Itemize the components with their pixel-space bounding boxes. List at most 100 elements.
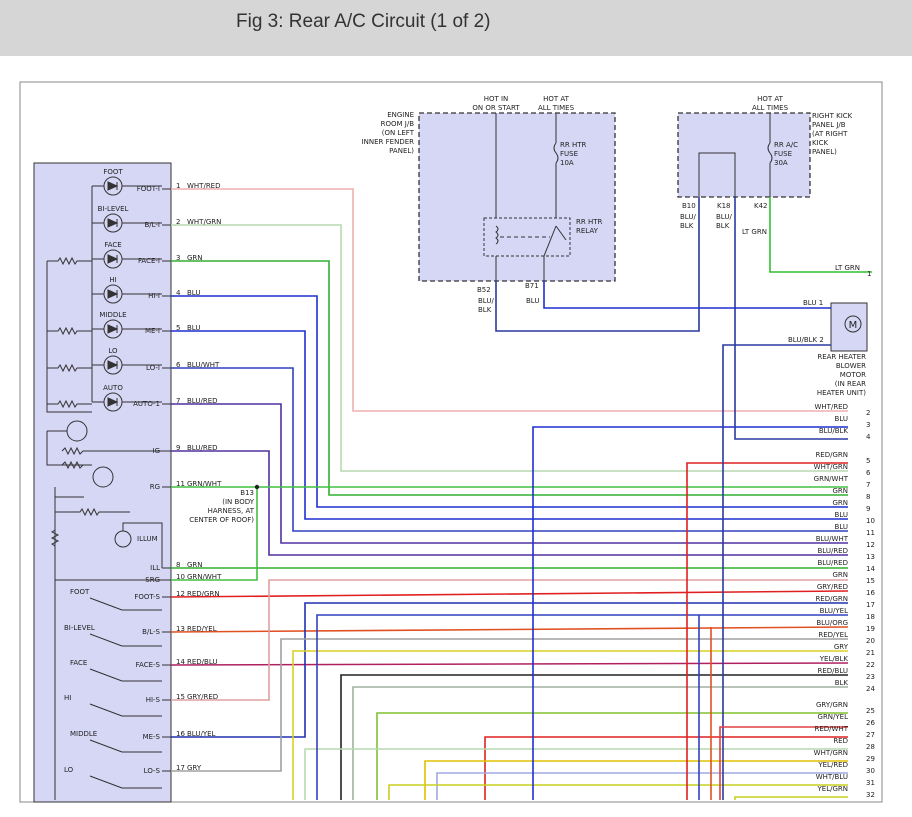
res-1-resistor-icon [47,256,92,266]
hot-in-label-1: HOT IN [484,95,509,103]
pin-k42: K42 [754,202,768,210]
switch-3-icon [89,668,123,682]
pin-name-auto-1: AUTO-1 [133,400,160,408]
wire-b52-1: BLU/ [478,297,494,305]
wire-yel-grn [388,784,848,800]
pin-b52: B52 [477,286,491,294]
diagram-frame [19,81,883,803]
switch-label-1: FOOT [70,588,90,596]
transistor-lead [46,431,92,466]
pin-num-10: 10 [176,573,185,581]
terminal-num-7: 7 [866,481,870,489]
wire-yel-red [424,760,848,800]
pin-wire-9: BLU/RED [187,444,218,452]
diode-icon [107,289,119,299]
ground-bus [46,261,92,413]
kick-box-label-1: RIGHT KICK [812,112,853,120]
rg-resistor-icon [55,507,130,517]
terminal-label-24: BLK [835,679,849,687]
diode-icon [107,181,119,191]
terminal-num-31: 31 [866,779,875,787]
diode-icon [107,254,119,264]
led-label-6: LO [108,347,118,355]
switch-label-5: MIDDLE [70,730,97,738]
switch-label-4: HI [64,694,71,702]
splice-label-3: HARNESS, AT [208,507,255,515]
terminal-num-20: 20 [866,637,875,645]
wire-wht-blu [436,772,848,800]
rr-ac-fuse-1: RR A/C [774,141,798,149]
wire-gry-grn [352,686,848,800]
switch-2-icon [89,633,123,647]
pin-num-16: 16 [176,730,185,738]
transistor-2-icon [92,466,114,488]
terminal-num-3: 3 [866,421,870,429]
terminal-label-17: RED/GRN [815,595,848,603]
terminal-label-26: GRN/YEL [818,713,849,721]
splice-b13 [254,484,260,490]
wire-grn-yel [376,712,848,800]
terminal-label-7: GRN/WHT [814,475,849,483]
wire-blu-blk-b52 [495,197,700,332]
wire-harness [170,188,872,800]
switch-6-icon [89,775,123,789]
pin-wire-12: RED/GRN [187,590,220,598]
wire-blu-red-auto [171,403,848,544]
wire-blu-yel [171,602,848,738]
pin-b71: B71 [525,282,539,290]
terminal-num-10: 10 [866,517,875,525]
wire-red-grn-foot-s [170,590,849,598]
splice-label-2: (IN BODY [222,498,254,506]
kick-box-label-5: PANEL) [812,148,837,156]
terminal-num-4: 4 [866,433,871,441]
terminal-num-26: 26 [866,719,875,727]
terminal-num-15: 15 [866,577,875,585]
pin-num-12: 12 [176,590,185,598]
terminal-num-28: 28 [866,743,875,751]
switch-1-icon [89,597,123,611]
terminal-label-28: RED [833,737,848,745]
terminal-num-13: 13 [866,553,875,561]
terminal-label-12: BLU/WHT [816,535,849,543]
switch-5-icon [89,739,123,753]
pin-b10: B10 [682,202,696,210]
pin-num-17: 17 [176,764,185,772]
wire-red-wht [719,726,848,800]
terminal-num-30: 30 [866,767,875,775]
wire-blu-3 [532,426,848,800]
terminal-num-17: 17 [866,601,875,609]
wire-b71: BLU [526,297,539,305]
rr-ac-fuse-3: 30A [774,159,788,167]
wire-grn-wht-srg [171,487,258,581]
terminal-num-9: 9 [866,505,870,513]
pin-num-11: 11 [176,480,185,488]
pin-name-foot-s: FOOT-S [134,593,160,601]
wire-b52-2: BLK [478,306,492,314]
wire-blk [340,674,848,800]
figure-title: Fig 3: Rear A/C Circuit (1 of 2) [236,11,491,32]
engine-box-label-5: PANEL) [389,147,414,155]
diode-icon [107,324,119,334]
wire-blu-blk-4 [734,197,848,440]
terminal-label-20: RED/YEL [818,631,848,639]
wire-blu-me [171,330,848,520]
pin-name-face-i: FACE-I [138,257,160,265]
pin-wire-2: WHT/GRN [187,218,221,226]
illum-label: ILLUM [137,535,158,543]
pin-num-6: 6 [176,361,181,369]
terminal-label-31: WHT/BLU [816,773,848,781]
terminal-label-5: RED/GRN [815,451,848,459]
engine-room-jb-box [418,112,616,282]
terminal-num-29: 29 [866,755,875,763]
rr-htr-relay-2: RELAY [576,227,599,235]
wire-gry-red [171,579,848,701]
terminal-num-2: 2 [866,409,870,417]
kick-hot-at-2: ALL TIMES [752,104,789,112]
pin-name-lo-s: LO-S [144,767,161,775]
terminal-label-2: WHT/RED [815,403,849,411]
terminal-label-11: BLU [835,523,848,531]
terminal-num-19: 19 [866,625,875,633]
engine-box-label-3: (ON LEFT [382,129,415,137]
wire-red-grn-5 [686,462,848,800]
